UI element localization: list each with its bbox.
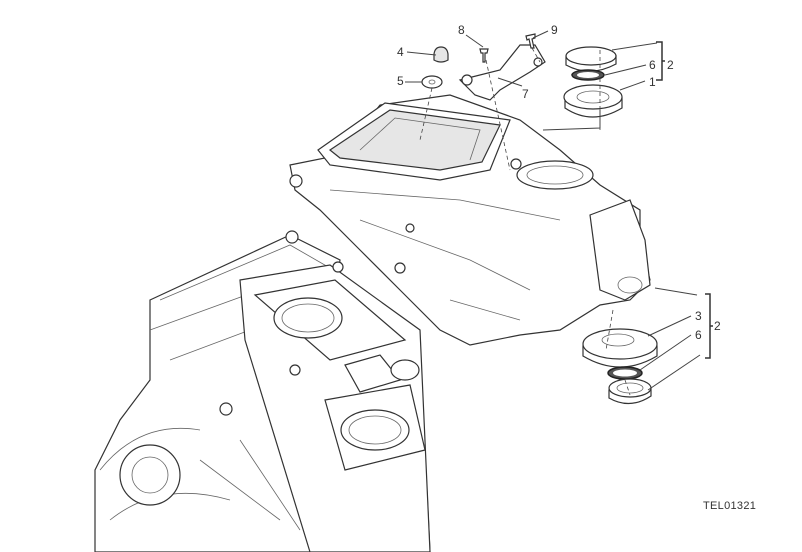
callout-2-upper: 2 <box>667 58 674 72</box>
callout-9: 9 <box>551 23 558 37</box>
callout-7: 7 <box>522 87 529 101</box>
lower-bearing-stack <box>582 328 658 405</box>
screw-9 <box>525 33 536 49</box>
main-frame <box>289 94 651 346</box>
callout-1: 1 <box>649 75 656 89</box>
engine-block <box>94 230 431 552</box>
upper-bearing-stack <box>563 46 623 118</box>
callout-6-upper: 6 <box>649 58 656 72</box>
callout-6-lower: 6 <box>695 328 702 342</box>
callout-4: 4 <box>397 45 404 59</box>
cap-4 <box>433 46 449 63</box>
washer-5 <box>421 75 443 89</box>
callout-5: 5 <box>397 74 404 88</box>
callout-2-lower: 2 <box>714 319 721 333</box>
callout-8: 8 <box>458 23 465 37</box>
drawing-code: TEL01321 <box>703 500 757 512</box>
leader-lines <box>405 30 713 391</box>
steering-bracket-7 <box>458 44 546 101</box>
screw-8 <box>479 48 489 63</box>
callout-3: 3 <box>695 309 702 323</box>
